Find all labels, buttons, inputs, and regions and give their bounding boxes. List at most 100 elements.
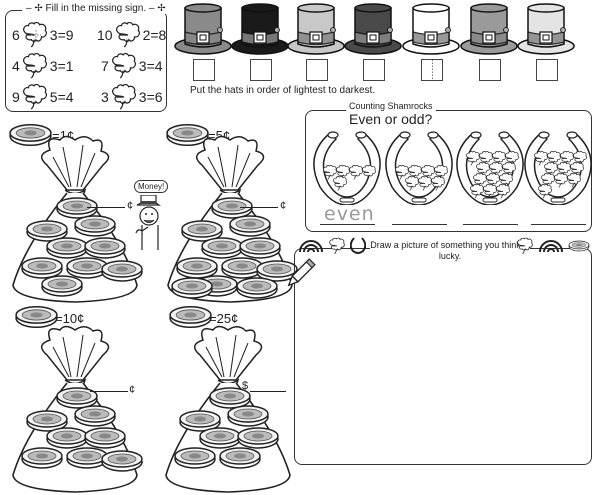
even-odd-answer-line[interactable] xyxy=(531,224,586,225)
title-decoration-right: – ✢ xyxy=(148,3,166,14)
leprechaun-hat-icon xyxy=(173,2,233,56)
equation: 4 3=1 xyxy=(12,53,74,79)
equation-right-side: 2=8 xyxy=(142,27,167,43)
hat-order-box[interactable] xyxy=(421,59,443,81)
coin-value-label: =25¢ xyxy=(209,311,239,326)
horseshoe-shamrocks-icon xyxy=(523,125,593,205)
coin xyxy=(199,427,241,449)
even-odd-answer-line[interactable] xyxy=(392,224,447,225)
coin xyxy=(227,405,269,427)
answer-blank[interactable] xyxy=(240,207,278,208)
coin-bag-icon xyxy=(5,135,143,305)
coin xyxy=(74,215,116,237)
clover-answer-blank-icon[interactable] xyxy=(110,53,138,79)
equation: 7 3=4 xyxy=(101,53,163,79)
coin xyxy=(56,197,98,219)
coin xyxy=(101,450,143,472)
coin xyxy=(46,237,88,259)
coin xyxy=(221,257,263,279)
leprechaun-hat-icon xyxy=(343,2,403,56)
coin xyxy=(46,427,88,449)
coin xyxy=(74,405,116,427)
shamrock xyxy=(554,173,568,188)
title-decoration-left: – ✢ xyxy=(26,3,43,14)
leprechaun-hat-icon xyxy=(401,2,461,56)
equation: 9 5=4 xyxy=(12,84,74,110)
hat-order-box[interactable] xyxy=(250,59,272,81)
coin-bag-icon xyxy=(160,135,298,305)
hat-order-box[interactable] xyxy=(363,59,385,81)
missing-sign-title-text: Fill in the missing sign. xyxy=(45,3,147,14)
shamrock-icon xyxy=(516,237,534,255)
hat-order-box[interactable] xyxy=(536,59,558,81)
drawing-instruction: Draw a picture of something you think is… xyxy=(370,240,530,262)
hat-order-box[interactable] xyxy=(306,59,328,81)
equation-left-operand: 9 xyxy=(12,89,20,105)
clover-answer-blank-icon[interactable] xyxy=(21,22,49,48)
horseshoe-shamrocks-icon xyxy=(384,125,454,205)
leprechaun-hat-icon xyxy=(459,2,519,56)
horseshoe-shamrocks-icon xyxy=(312,125,382,205)
shamrock-icon xyxy=(328,237,346,255)
unit-label: ¢ xyxy=(127,200,134,212)
shamrock xyxy=(349,165,363,180)
coin xyxy=(174,447,216,469)
coin xyxy=(229,215,271,237)
unit-label: ¢ xyxy=(280,200,287,212)
clover-answer-blank-icon[interactable] xyxy=(114,22,142,48)
even-odd-answer-line[interactable] xyxy=(463,224,518,225)
coin xyxy=(101,260,143,282)
pencil-icon xyxy=(287,258,316,287)
drawing-area[interactable] xyxy=(294,248,592,465)
coin-value-label: =10¢ xyxy=(55,311,85,326)
equation-left-operand: 4 xyxy=(12,58,20,74)
hat-order-box[interactable] xyxy=(193,59,215,81)
equation-right-side: 3=1 xyxy=(49,58,74,74)
clover-answer-blank-icon[interactable] xyxy=(110,84,138,110)
coin xyxy=(236,277,278,299)
rainbow-icon xyxy=(299,240,323,253)
equation-right-side: 3=9 xyxy=(49,27,74,43)
answer-blank[interactable] xyxy=(90,391,128,392)
equation: 10 2=8 xyxy=(97,22,166,48)
shamrock xyxy=(534,151,548,166)
counting-shamrocks-panel xyxy=(305,110,592,232)
coin xyxy=(201,237,243,259)
leprechaun-hat-icon xyxy=(230,2,290,56)
coin xyxy=(66,447,108,469)
equation-right-side: 3=4 xyxy=(138,58,163,74)
coin-bag-icon xyxy=(5,325,143,495)
hats-instruction: Put the hats in order of lightest to dar… xyxy=(190,85,376,96)
equation-left-operand: 6 xyxy=(12,27,20,43)
shamrock xyxy=(405,176,419,191)
horseshoe-shamrocks-icon xyxy=(455,125,525,205)
even-odd-answer: even xyxy=(324,203,375,225)
shamrock xyxy=(333,176,347,191)
answer-blank[interactable] xyxy=(250,391,286,392)
speech-bubble: Money! xyxy=(134,180,169,193)
equation-left-operand: 3 xyxy=(101,89,109,105)
clover-answer-blank-icon[interactable] xyxy=(21,84,49,110)
coin-bag-icon xyxy=(158,325,298,495)
rainbow-icon xyxy=(539,240,563,253)
coin xyxy=(84,427,126,449)
answer-blank[interactable] xyxy=(87,207,125,208)
unit-prefix-label: $ xyxy=(242,380,249,392)
equation-right-side: 3=6 xyxy=(138,89,163,105)
even-odd-answer-line[interactable] xyxy=(320,224,375,225)
missing-sign-title: – ✢ Fill in the missing sign. – ✢ xyxy=(22,3,170,14)
clover-answer-blank-icon[interactable] xyxy=(21,53,49,79)
horseshoe-icon xyxy=(350,237,366,254)
shamrock xyxy=(418,176,432,191)
coin-icon xyxy=(568,240,590,252)
equation-left-operand: 10 xyxy=(97,27,113,43)
counting-shamrocks-title: Even or odd? xyxy=(346,111,436,127)
coin xyxy=(66,257,108,279)
leprechaun-hat-icon xyxy=(516,2,576,56)
coin xyxy=(21,257,63,279)
coin xyxy=(41,275,83,297)
hat-order-box[interactable] xyxy=(479,59,501,81)
coin xyxy=(171,277,213,299)
coin xyxy=(239,237,281,259)
coin xyxy=(211,197,253,219)
